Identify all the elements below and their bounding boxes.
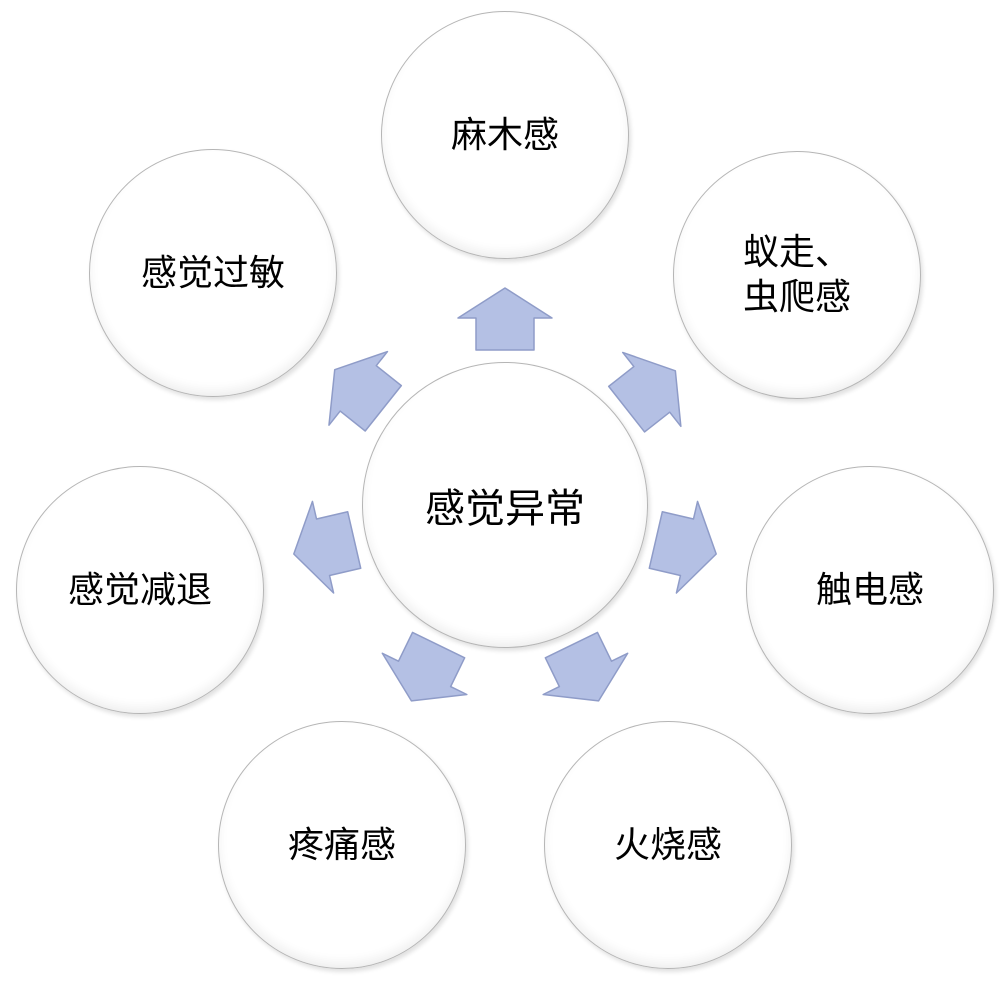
arrow-icon xyxy=(648,500,717,594)
center-node: 感觉异常 xyxy=(362,362,648,648)
arrow-icon xyxy=(328,350,403,432)
node-label: 感觉过敏 xyxy=(140,252,285,294)
node-label: 麻木感 xyxy=(450,114,559,156)
node-numbness: 麻木感 xyxy=(381,11,629,259)
arrow-icon xyxy=(607,351,682,433)
node-label: 感觉减退 xyxy=(67,569,212,611)
node-label: 触电感 xyxy=(815,569,924,611)
arrow-icon xyxy=(542,631,629,702)
arrow-icon xyxy=(381,631,468,702)
arrow-icon xyxy=(293,500,362,594)
node-hypoesthesia: 感觉减退 xyxy=(16,466,264,714)
node-label: 蚁走、 虫爬感 xyxy=(742,232,851,318)
center-label: 感觉异常 xyxy=(425,486,585,532)
node-hyperesthesia: 感觉过敏 xyxy=(89,149,337,397)
node-burning: 火烧感 xyxy=(544,721,792,969)
node-label: 疼痛感 xyxy=(287,824,396,866)
node-label: 火烧感 xyxy=(613,824,722,866)
node-pain: 疼痛感 xyxy=(218,721,466,969)
node-electric-shock: 触电感 xyxy=(746,466,994,714)
arrow-icon xyxy=(457,287,553,351)
node-formication: 蚁走、 虫爬感 xyxy=(673,151,921,399)
